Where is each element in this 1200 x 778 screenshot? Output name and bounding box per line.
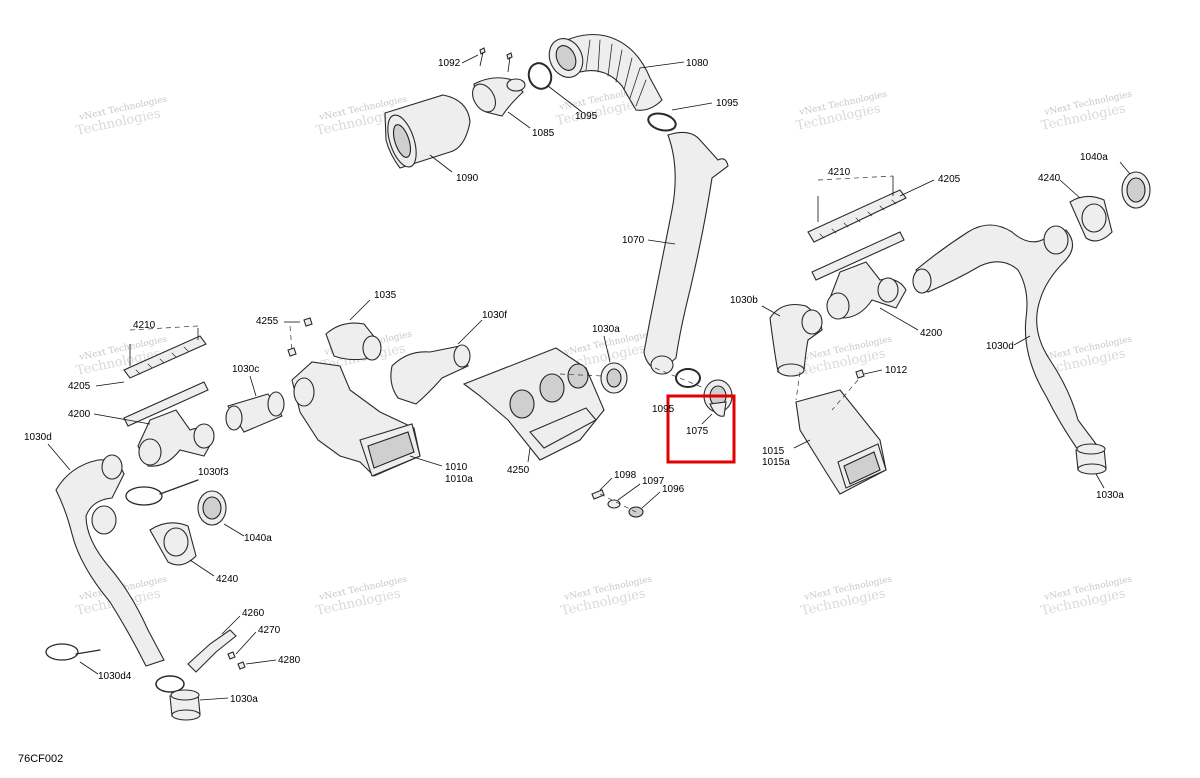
part-1030c-sleeve[interactable] (225, 375, 285, 433)
part-1085-intake-elbow[interactable] (468, 77, 531, 129)
label-1097[interactable]: 1097 (642, 476, 665, 487)
part-4240-shroud-left[interactable] (149, 522, 215, 577)
label-1010a[interactable]: 1010a (445, 474, 473, 485)
part-1040a-cap-left[interactable] (197, 490, 245, 537)
part-1030d-long-duct-right[interactable] (912, 224, 1097, 451)
label-1030f3[interactable]: 1030f3 (198, 467, 229, 478)
label-1015a[interactable]: 1015a (762, 457, 790, 468)
label-1030a-left[interactable]: 1030a (230, 694, 258, 705)
part-4280-screw[interactable] (237, 659, 277, 670)
label-1030d4[interactable]: 1030d4 (98, 671, 132, 682)
label-1030b[interactable]: 1030b (730, 295, 758, 306)
part-1092-screws[interactable] (461, 47, 513, 73)
label-1095-c[interactable]: 1095 (652, 404, 675, 415)
part-labels: 1092 1080 1095 1095 1085 1090 1070 1095 … (18, 58, 1124, 765)
part-1015-outlet-right[interactable] (793, 389, 887, 495)
label-1095-b[interactable]: 1095 (716, 98, 739, 109)
label-1096[interactable]: 1096 (662, 484, 685, 495)
label-1098[interactable]: 1098 (614, 470, 637, 481)
label-1075[interactable]: 1075 (686, 426, 709, 437)
label-4255[interactable]: 4255 (256, 316, 279, 327)
label-1070[interactable]: 1070 (622, 235, 645, 246)
part-1012-screw[interactable] (831, 369, 883, 411)
part-1030f-duct[interactable] (390, 319, 483, 405)
part-1030d4-tie-strap[interactable] (45, 643, 101, 675)
label-1030d-right[interactable]: 1030d (986, 341, 1014, 352)
part-1095-clamp-top[interactable] (525, 60, 583, 113)
label-1030c[interactable]: 1030c (232, 364, 259, 375)
label-1092[interactable]: 1092 (438, 58, 461, 69)
part-1098-screw[interactable] (591, 477, 613, 500)
label-4205-right[interactable]: 4205 (938, 174, 961, 185)
part-1040a-cap-right[interactable] (1119, 161, 1151, 209)
drawing-reference-id: 76CF002 (18, 753, 63, 765)
part-4260-bracket[interactable] (187, 615, 241, 673)
label-1015[interactable]: 1015 (762, 446, 785, 457)
part-1030a-cap-center[interactable] (600, 335, 628, 394)
part-1095-clamp-lower[interactable] (675, 368, 701, 388)
label-4280[interactable]: 4280 (278, 655, 301, 666)
label-4210-right[interactable]: 4210 (828, 167, 851, 178)
label-4240-right[interactable]: 4240 (1038, 173, 1061, 184)
label-1085[interactable]: 1085 (532, 128, 555, 139)
highlight-box-1075 (666, 394, 736, 464)
part-1030d-long-duct-left[interactable] (47, 443, 165, 667)
label-4240-left[interactable]: 4240 (216, 574, 239, 585)
part-1030a-cap-left-bottom[interactable] (155, 675, 229, 721)
label-1090[interactable]: 1090 (456, 173, 479, 184)
part-1035-duct[interactable] (325, 299, 382, 361)
label-4260[interactable]: 4260 (242, 608, 265, 619)
part-1070-long-duct[interactable] (643, 131, 729, 375)
part-4210-screws-left[interactable] (129, 325, 199, 366)
label-1040a-left[interactable]: 1040a (244, 533, 272, 544)
part-4210-screws-right[interactable] (817, 175, 894, 222)
label-1030a-right[interactable]: 1030a (1096, 490, 1124, 501)
label-1010[interactable]: 1010 (445, 462, 468, 473)
part-1096-nut[interactable] (628, 491, 661, 518)
part-1075-adapter[interactable] (701, 379, 733, 425)
part-1030b-elbow[interactable] (761, 303, 823, 377)
label-4200-right[interactable]: 4200 (920, 328, 943, 339)
label-4205-left[interactable]: 4205 (68, 381, 91, 392)
label-4270[interactable]: 4270 (258, 625, 281, 636)
label-1030a-center[interactable]: 1030a (592, 324, 620, 335)
label-1035[interactable]: 1035 (374, 290, 397, 301)
part-1097-washer[interactable] (607, 483, 641, 509)
label-1080[interactable]: 1080 (686, 58, 709, 69)
label-1030d-left[interactable]: 1030d (24, 432, 52, 443)
label-1012[interactable]: 1012 (885, 365, 908, 376)
label-1030f[interactable]: 1030f (482, 310, 507, 321)
part-1080-intake-duct[interactable] (543, 33, 685, 111)
part-4200-y-pipe-left[interactable] (93, 409, 215, 467)
part-1030a-cap-right-bottom[interactable] (1075, 443, 1107, 489)
part-4270-screw[interactable] (227, 631, 257, 660)
part-1010-plenum[interactable] (291, 361, 443, 477)
part-4205-bracket-left[interactable] (95, 335, 209, 427)
part-4240-shroud-right[interactable] (1059, 179, 1113, 242)
label-1040a-right[interactable]: 1040a (1080, 152, 1108, 163)
part-4250-console[interactable] (462, 347, 605, 463)
part-1095-clamp-mid[interactable] (646, 102, 713, 133)
part-1090-air-filter[interactable] (382, 94, 471, 173)
label-4250[interactable]: 4250 (507, 465, 530, 476)
part-4205-bracket-right[interactable] (807, 179, 935, 281)
part-4200-y-pipe-right[interactable] (826, 261, 919, 331)
part-4255-screws[interactable] (284, 317, 313, 357)
label-1095-a[interactable]: 1095 (575, 111, 598, 122)
label-4200-left[interactable]: 4200 (68, 409, 91, 420)
label-4210-left[interactable]: 4210 (133, 320, 156, 331)
part-1030f3-tie-strap[interactable] (125, 479, 199, 506)
